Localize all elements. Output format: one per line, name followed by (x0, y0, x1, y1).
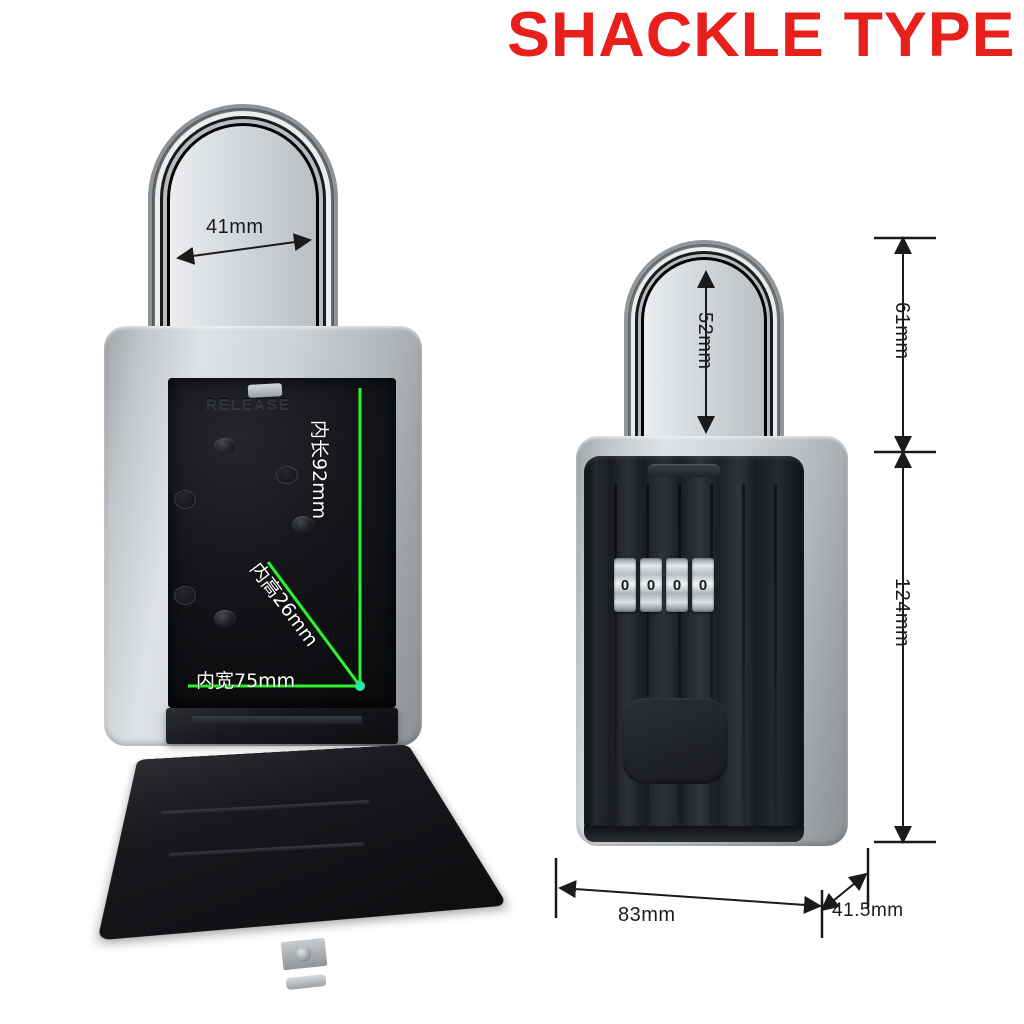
interior-hole (174, 586, 196, 605)
cover-groove (678, 484, 681, 824)
combination-dial[interactable]: 0 (614, 558, 636, 612)
combination-dial-group[interactable]: 0 0 0 0 (614, 558, 714, 612)
lock-mechanism-screw (296, 947, 311, 962)
combination-dial[interactable]: 0 (692, 558, 714, 612)
dimension-label-41-5mm: 41.5mm (832, 900, 904, 921)
dimension-label-inner-length: 内长92mm (308, 420, 330, 520)
interior-hole (292, 516, 314, 533)
interior-hole (174, 490, 196, 509)
cover-emboss-oval (622, 698, 728, 784)
lockbox-interior-cavity (168, 378, 396, 708)
lockbox-bottom-edge (584, 826, 804, 842)
hinge-rib (192, 716, 362, 724)
dimension-label-inner-width: 内宽75mm (196, 670, 296, 692)
cover-groove (646, 484, 649, 824)
page-title: SHACKLE TYPE (507, 0, 1016, 70)
cover-pull-tab[interactable] (648, 464, 720, 477)
cover-groove (774, 484, 777, 824)
interior-hole (276, 466, 298, 484)
cover-groove (742, 484, 745, 824)
release-emboss-label: RELEASE (206, 396, 291, 413)
lock-mechanism-bar (285, 973, 327, 991)
lockbox-door-open (97, 744, 508, 941)
shackle-left-shadow (148, 104, 338, 344)
dimension-label-61mm: 61mm (891, 302, 913, 360)
hinge-lip (166, 708, 398, 744)
right-product-closed-lockbox: 0 0 0 0 (568, 240, 868, 880)
interior-hole (214, 438, 236, 454)
interior-hole (214, 610, 236, 627)
combination-dial[interactable]: 0 (666, 558, 688, 612)
cover-groove (710, 484, 713, 824)
shackle-right-shadow (624, 240, 784, 452)
dimension-line-83mm (558, 880, 822, 914)
combination-dial[interactable]: 0 (640, 558, 662, 612)
dimension-label-83mm: 83mm (618, 904, 676, 926)
cover-groove (614, 484, 617, 824)
dimension-label-52mm: 52mm (694, 312, 716, 370)
dimension-label-124mm: 124mm (891, 578, 913, 648)
dimension-label-41mm: 41mm (206, 216, 264, 238)
left-product-open-lockbox: RELEASE (96, 104, 508, 991)
